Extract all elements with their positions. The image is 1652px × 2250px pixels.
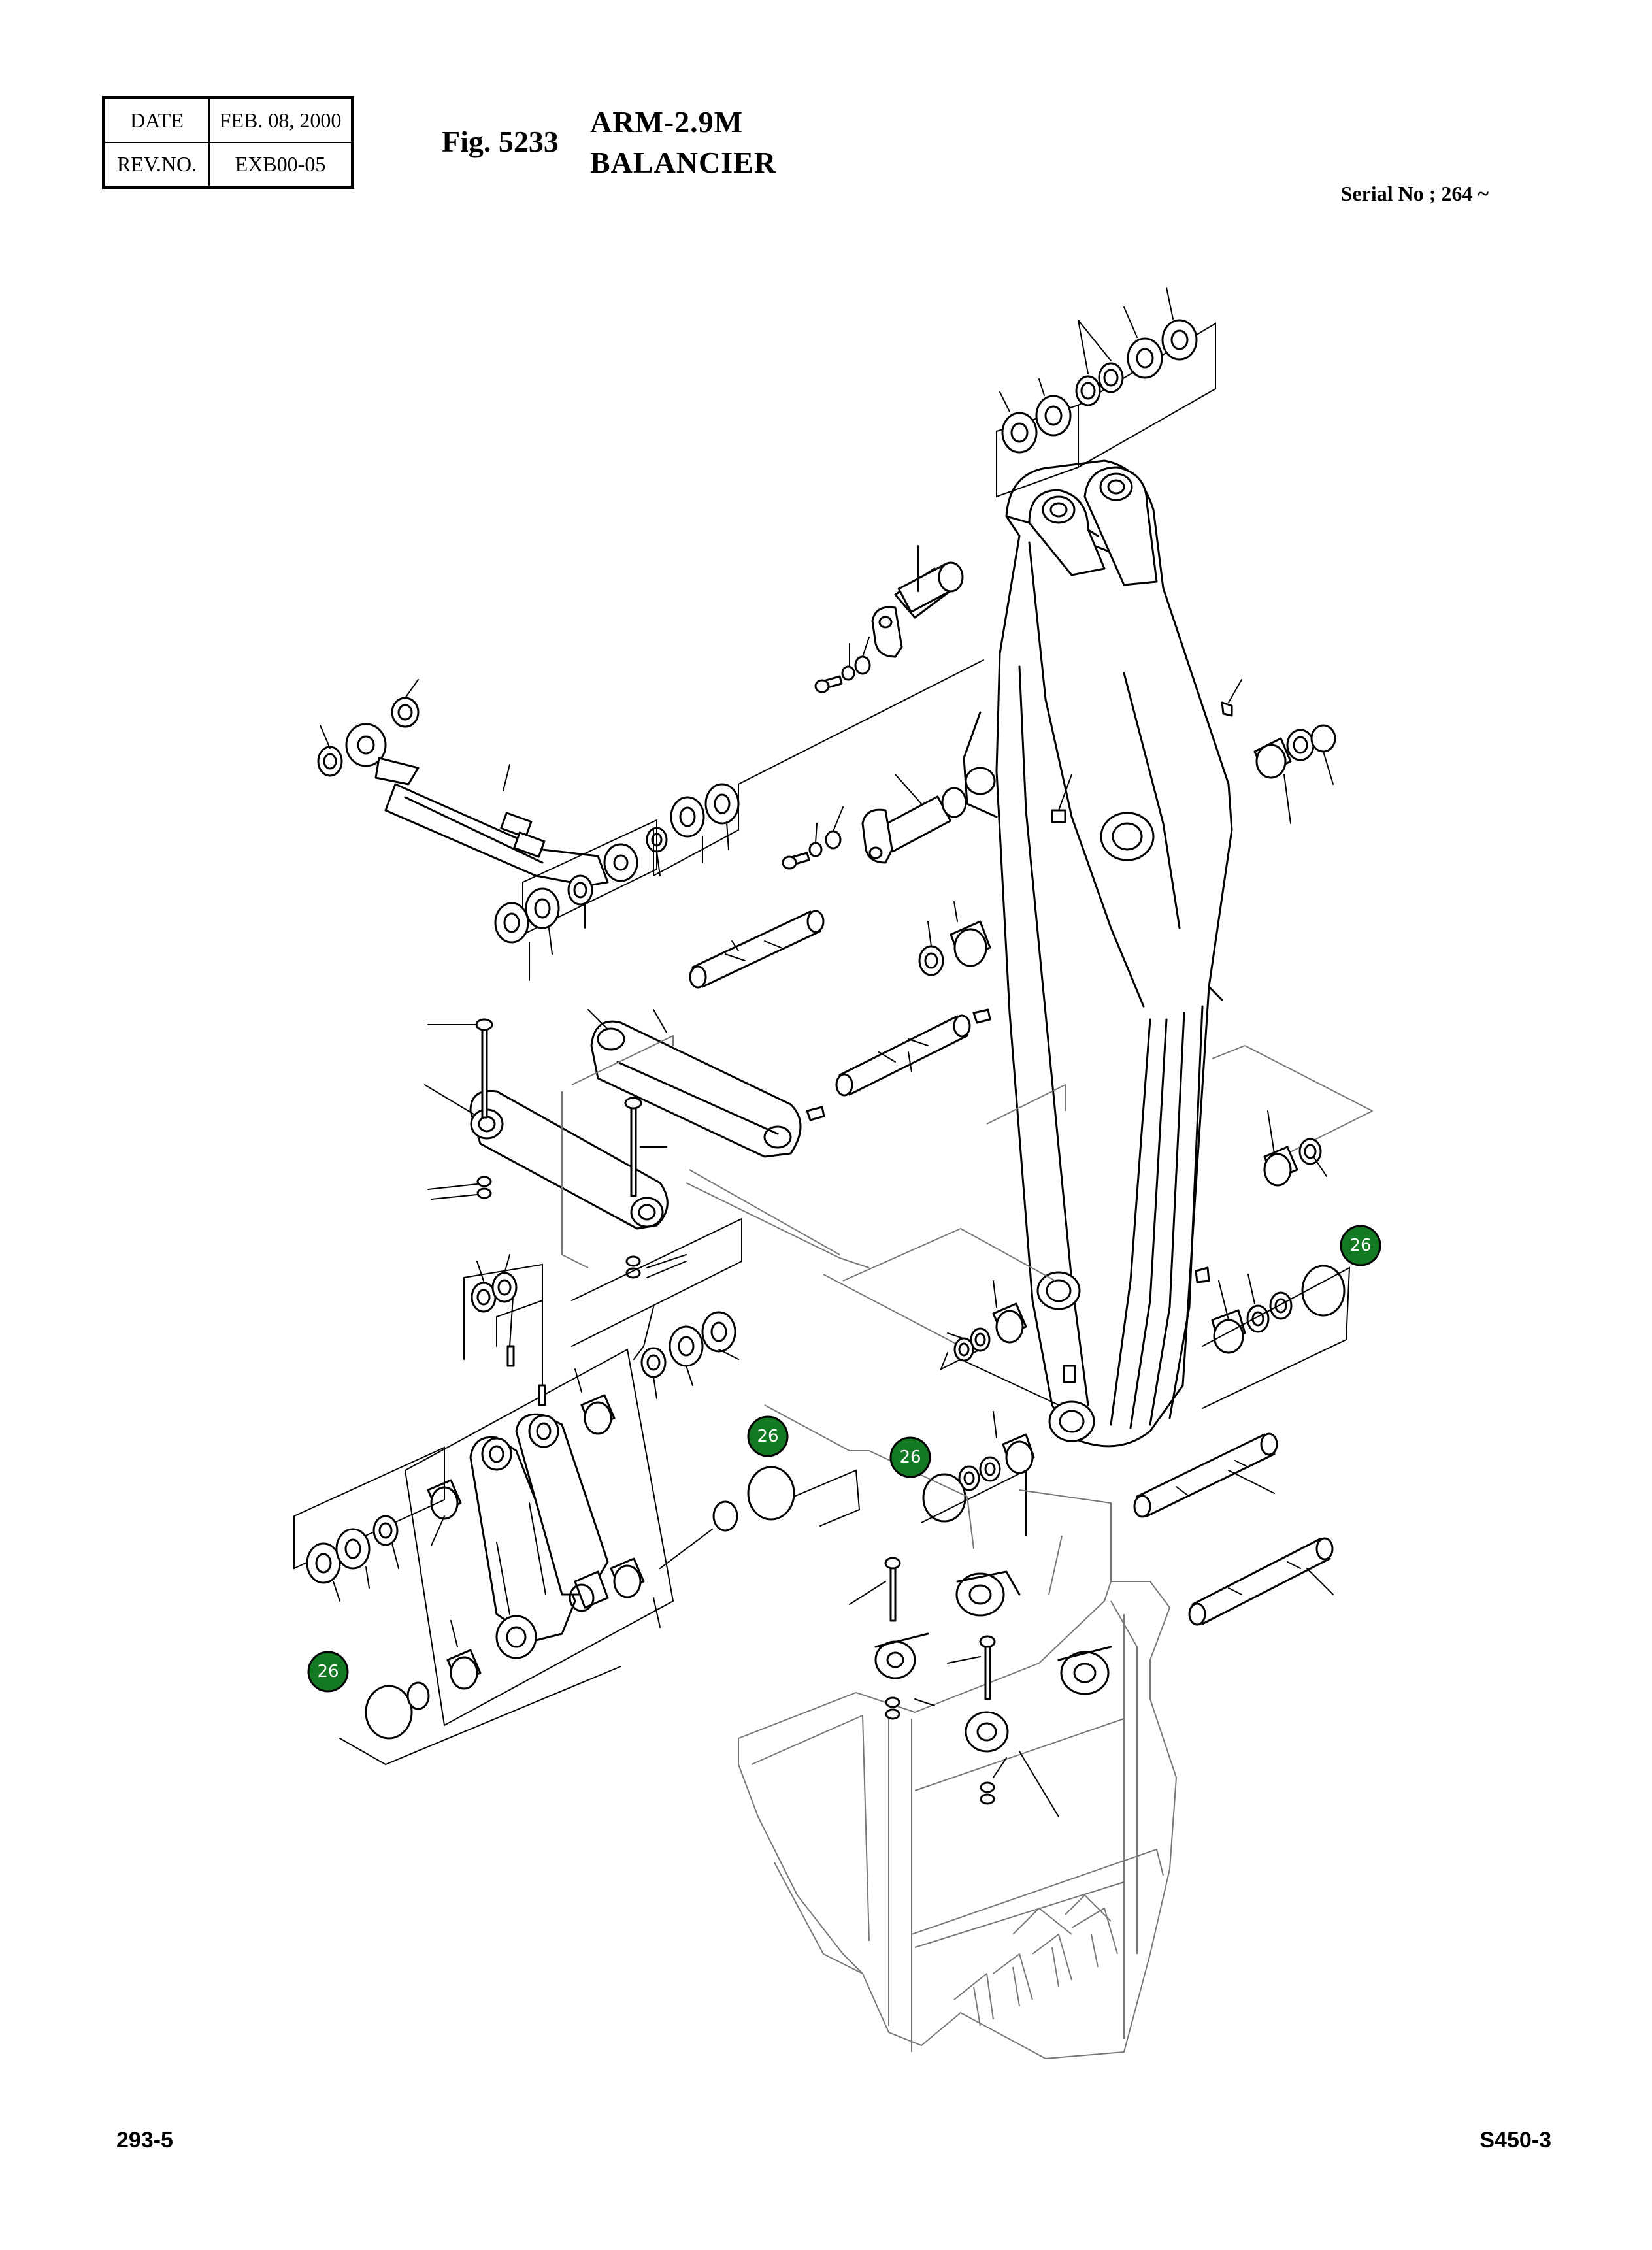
arm-body [963, 459, 1233, 1448]
callout-26-c: 26 [889, 1436, 931, 1478]
mid-right-bushings [921, 1110, 1351, 1536]
hydraulic-cylinder [317, 679, 668, 887]
serial-number: Serial No ; 264 ~ [1340, 182, 1489, 205]
mid-pin [782, 774, 967, 870]
arm-bushings [918, 724, 1336, 976]
lower-link-assembly [404, 1297, 674, 1727]
guide-links [424, 1009, 802, 1279]
callout-26-b: 26 [747, 1415, 789, 1457]
date-label: DATE [105, 99, 209, 142]
top-shims [996, 287, 1216, 498]
link-pins [689, 910, 1334, 1626]
callout-26-d: 26 [307, 1651, 349, 1693]
rev-label: REV.NO. [105, 142, 209, 186]
callout-26-b-label: 26 [757, 1427, 778, 1446]
upper-pin [814, 545, 964, 693]
page-number: 293-5 [116, 2128, 173, 2153]
cylinder-shims [494, 659, 984, 981]
callout-26-d-label: 26 [317, 1662, 339, 1681]
callout-26-a: 26 [1340, 1225, 1381, 1266]
figure-title: ARM-2.9M [590, 105, 744, 139]
figure-subtitle: BALANCIER [590, 146, 777, 179]
rev-value: EXB00-05 [209, 142, 352, 186]
model-number: S450-3 [1479, 2128, 1551, 2153]
lower-left-shims [293, 1217, 861, 1766]
revision-table: DATE FEB. 08, 2000 REV.NO. EXB00-05 [102, 96, 354, 189]
grease-fittings [806, 679, 1242, 1383]
date-value: FEB. 08, 2000 [209, 99, 352, 142]
bucket [738, 1404, 1177, 2059]
callout-26-a-label: 26 [1349, 1236, 1371, 1255]
figure-number: Fig. 5233 [442, 125, 559, 158]
callout-26-c-label: 26 [899, 1448, 921, 1467]
